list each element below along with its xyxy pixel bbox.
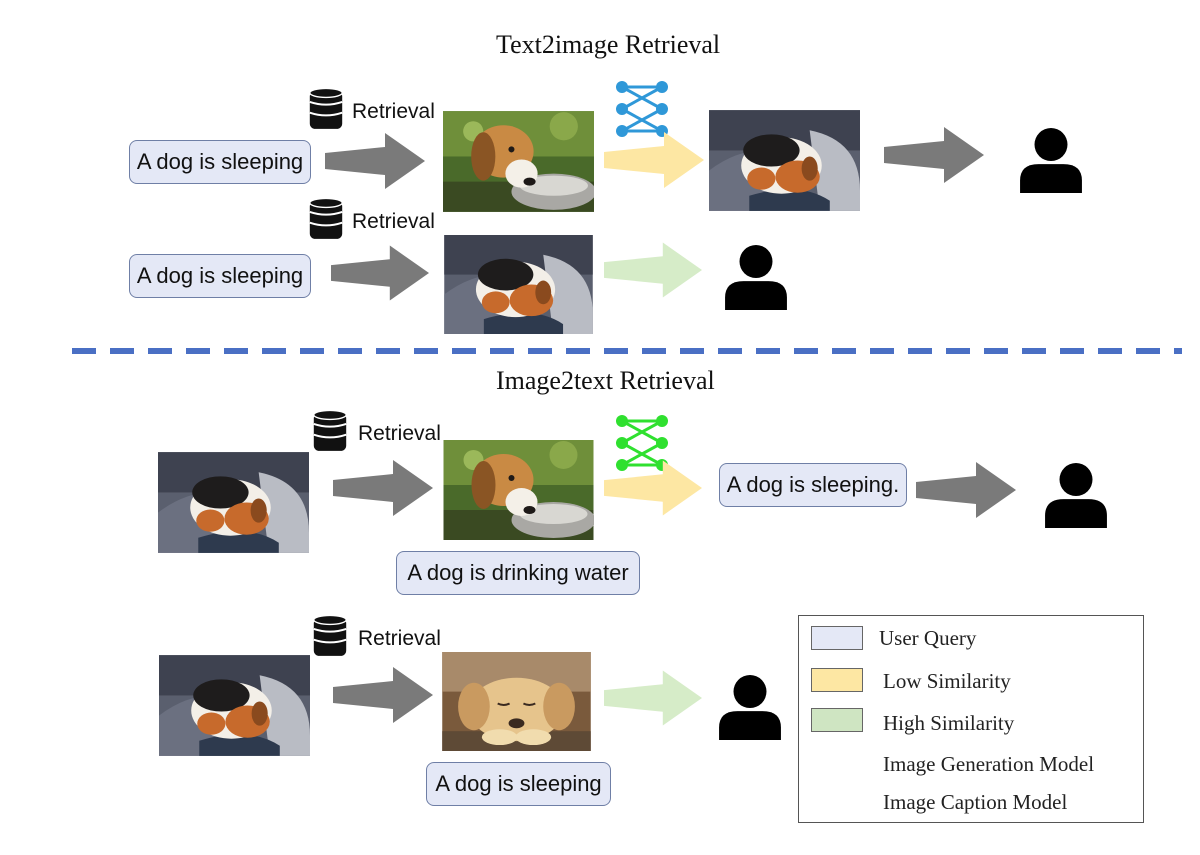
- retrieval-label: Retrieval: [358, 627, 441, 650]
- legend-swatch-user-query: [811, 626, 863, 650]
- query-image-sleeping-dog: [158, 452, 309, 553]
- output-arrow: [884, 127, 984, 183]
- image-generation-model-icon: [614, 79, 670, 139]
- retrieval-label: Retrieval: [358, 422, 441, 445]
- user-icon: [1020, 128, 1082, 193]
- legend-label-user-query: User Query: [879, 626, 977, 650]
- image-caption-model-icon: [614, 413, 670, 473]
- retrieval-label: Retrieval: [352, 100, 435, 123]
- output-arrow: [916, 462, 1016, 518]
- retrieval-label: Retrieval: [352, 210, 435, 233]
- legend-label-image-generation-model: Image Generation Model: [883, 752, 1095, 776]
- database-icon: [312, 409, 348, 452]
- user-query-box: A dog is sleeping: [129, 140, 311, 184]
- low-similarity-arrow: [604, 132, 704, 188]
- retrieved-image-sleeping-dog: [444, 235, 593, 334]
- retrieved-image-drinking-dog: [443, 440, 594, 540]
- high-similarity-arrow: [604, 670, 702, 726]
- legend: User Query Low Similarity High Similarit…: [798, 615, 1144, 823]
- generated-image-sleeping-dog: [709, 110, 860, 211]
- legend-label-high-similarity: High Similarity: [883, 711, 1015, 735]
- user-icon: [725, 245, 787, 310]
- retrieved-caption-box: A dog is sleeping: [426, 762, 611, 806]
- query-image-sleeping-dog: [159, 655, 310, 756]
- database-icon: [312, 614, 348, 657]
- image2text-section-title: Image2text Retrieval: [496, 366, 715, 395]
- legend-swatch-low-similarity: [811, 668, 863, 692]
- retrieved-image-sleeping-puppy: [441, 652, 592, 751]
- database-icon: [308, 87, 344, 130]
- retrieval-arrow: [331, 245, 429, 301]
- legend-label-image-caption-model: Image Caption Model: [883, 790, 1068, 814]
- retrieved-caption-box: A dog is drinking water: [396, 551, 640, 595]
- high-similarity-arrow: [604, 242, 702, 298]
- retrieval-arrow: [333, 460, 433, 516]
- text2image-section-title: Text2image Retrieval: [496, 30, 721, 59]
- retrieval-arrow: [325, 133, 425, 189]
- legend-label-low-similarity: Low Similarity: [883, 669, 1011, 693]
- legend-swatch-high-similarity: [811, 708, 863, 732]
- database-icon: [308, 197, 344, 240]
- user-query-box: A dog is sleeping: [129, 254, 311, 298]
- generated-caption-box: A dog is sleeping.: [719, 463, 907, 507]
- retrieval-arrow: [333, 667, 433, 723]
- user-icon: [719, 675, 781, 740]
- user-icon: [1045, 463, 1107, 528]
- retrieved-image-drinking-dog: [443, 111, 594, 212]
